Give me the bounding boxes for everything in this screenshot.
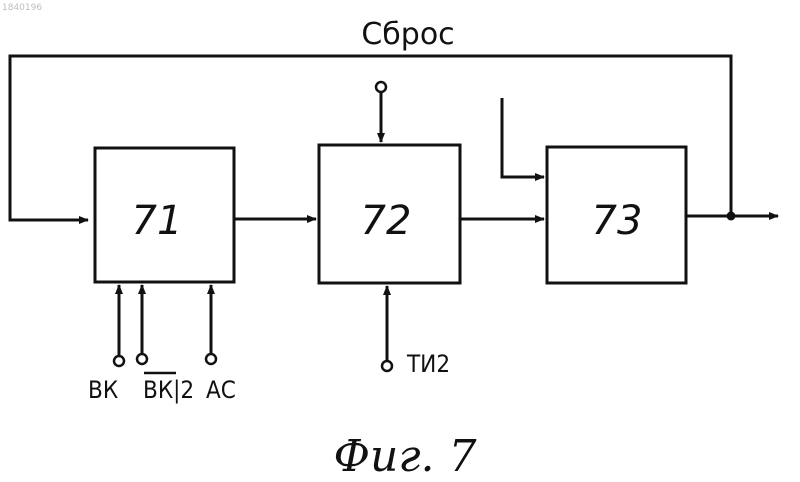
label-ti2: ТИ2 — [406, 350, 450, 378]
figure-caption: Фиг. 7 — [333, 431, 476, 482]
junction-dot — [727, 212, 736, 221]
reset-label: Сброс — [361, 17, 454, 52]
terminal-ti2 — [382, 361, 392, 371]
block-73: 73 — [547, 147, 686, 283]
block-73-label: 73 — [592, 198, 643, 244]
terminal-bk — [114, 356, 124, 366]
block-71: 71 — [95, 148, 234, 282]
terminal-ac — [206, 354, 216, 364]
terminal-bk-half — [137, 354, 147, 364]
block-71-label: 71 — [132, 198, 183, 244]
terminal-top-72 — [376, 82, 386, 92]
watermark-number: 1840196 — [2, 3, 42, 13]
label-ac: АС — [206, 376, 236, 404]
label-bk-half: ВК|2 — [143, 376, 194, 404]
label-bk: ВК — [88, 376, 118, 404]
reset-line — [10, 56, 731, 220]
block-73-upper-input — [502, 98, 544, 177]
signal-lines — [119, 92, 778, 361]
block-72: 72 — [319, 145, 460, 283]
block-72-label: 72 — [361, 198, 412, 244]
